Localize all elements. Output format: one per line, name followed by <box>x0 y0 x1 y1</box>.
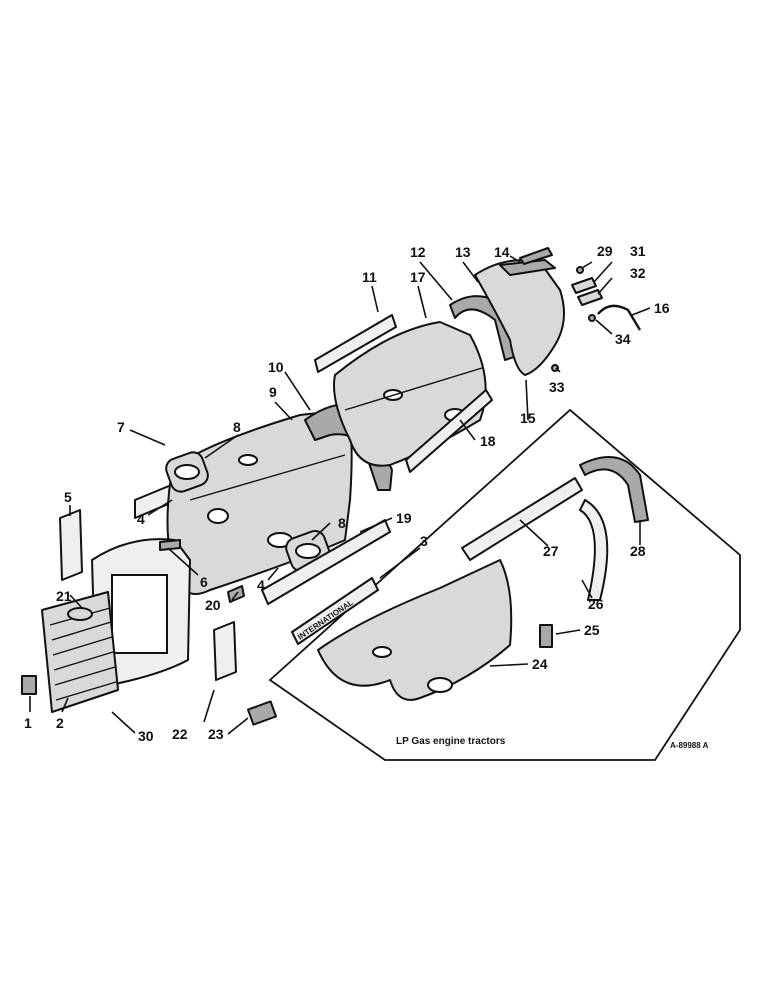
callout-22: 22 <box>172 726 188 742</box>
callout-8b: 8 <box>338 515 346 531</box>
part-24-lp-hood <box>317 559 513 701</box>
part-11-upper-strip <box>314 314 397 373</box>
part-23-decal <box>246 700 278 726</box>
part-16-rod <box>597 304 642 331</box>
callout-5: 5 <box>64 489 72 505</box>
callout-32: 32 <box>630 265 646 281</box>
callout-7: 7 <box>117 419 125 435</box>
callout-2: 2 <box>56 715 64 731</box>
callout-26: 26 <box>588 596 604 612</box>
part-21-emblem <box>67 607 93 621</box>
part-18-lower-strip <box>405 389 493 473</box>
lp-gas-inset-frame <box>268 408 741 761</box>
callout-19: 19 <box>396 510 412 526</box>
callout-1: 1 <box>24 715 32 731</box>
part-22-plate <box>213 621 237 681</box>
part-14-tube <box>519 247 553 265</box>
callout-12: 12 <box>410 244 426 260</box>
callout-3: 3 <box>420 533 428 549</box>
callout-6: 6 <box>200 574 208 590</box>
callout-17: 17 <box>410 269 426 285</box>
callout-4a: 4 <box>137 511 145 527</box>
callout-33: 33 <box>549 379 565 395</box>
drawing-reference: A-89988 A <box>670 741 709 750</box>
part-1-badge <box>21 675 37 695</box>
callout-24: 24 <box>532 656 548 672</box>
callout-18: 18 <box>480 433 496 449</box>
part-31-bracket <box>571 277 597 294</box>
part-26-strip <box>579 499 609 601</box>
callout-13: 13 <box>455 244 471 260</box>
callout-8a: 8 <box>233 419 241 435</box>
part-32-plate <box>577 289 603 306</box>
callout-21: 21 <box>56 588 72 604</box>
part-8-side-panel-upper <box>165 451 209 493</box>
callout-23: 23 <box>208 726 224 742</box>
callout-4b: 4 <box>257 577 265 593</box>
part-29-screw <box>576 266 584 274</box>
callout-11: 11 <box>362 269 377 285</box>
callout-15: 15 <box>520 410 536 426</box>
callout-31: 31 <box>630 243 646 259</box>
callout-29: 29 <box>597 243 613 259</box>
callout-10: 10 <box>268 359 284 375</box>
part-5-plate <box>59 509 83 581</box>
callout-16: 16 <box>654 300 670 316</box>
part-6-clip <box>159 539 181 551</box>
part-19-side-strip <box>261 519 391 605</box>
callout-9: 9 <box>269 384 277 400</box>
callout-27: 27 <box>543 543 559 559</box>
part-34-washer <box>588 314 596 322</box>
inset-caption: LP Gas engine tractors <box>396 736 506 747</box>
part-28-cover <box>579 456 649 523</box>
radiator-shell <box>91 538 191 686</box>
callout-25: 25 <box>584 622 600 638</box>
callout-20: 20 <box>205 597 221 613</box>
callout-28: 28 <box>630 543 646 559</box>
part-15-cowl <box>474 259 565 376</box>
callout-30: 30 <box>138 728 154 744</box>
part-25-bracket <box>539 624 553 648</box>
leader-lines <box>29 255 651 735</box>
callout-14: 14 <box>494 244 510 260</box>
callout-labels: 1 2 3 4 4 5 6 7 8 8 9 10 11 12 13 14 15 … <box>24 243 670 744</box>
callout-34: 34 <box>615 331 631 347</box>
part-27-strip <box>461 477 583 561</box>
